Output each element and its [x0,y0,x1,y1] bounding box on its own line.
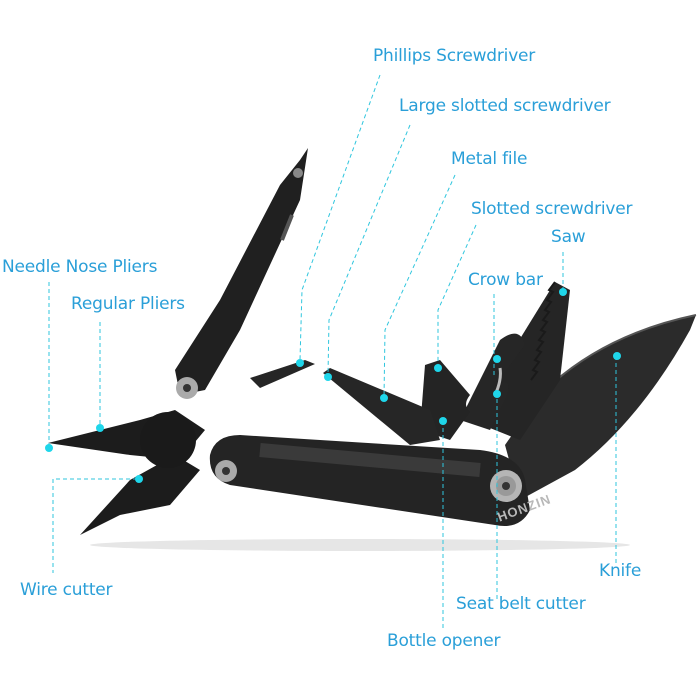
label-metal-file: Metal file [451,149,528,169]
label-knife: Knife [599,561,642,581]
label-bottle-opener: Bottle opener [387,631,501,651]
marker-dots [45,288,621,483]
crow-bar-blade [460,333,525,430]
dot-seat-belt [493,390,501,398]
dot-large-slotted [324,373,332,381]
tool-shadow [90,539,630,551]
dot-regular-pliers [96,424,104,432]
leader-slotted [437,224,477,368]
pliers-pivot [140,412,196,468]
leader-metal-file [383,174,456,399]
dot-phillips [296,359,304,367]
label-regular-pliers: Regular Pliers [71,294,185,314]
dot-saw [559,288,567,296]
label-wire-cutter: Wire cutter [20,580,113,600]
label-phillips-screwdriver: Phillips Screwdriver [373,46,536,66]
dot-metal-file [380,394,388,402]
main-handle [209,435,531,526]
label-needle-nose-pliers: Needle Nose Pliers [2,257,158,277]
label-saw: Saw [551,227,586,247]
label-seat-belt-cutter: Seat belt cutter [456,594,586,614]
label-large-slotted-screwdriver: Large slotted screwdriver [399,96,611,116]
dot-slotted [434,364,442,372]
dot-knife [613,352,621,360]
leader-large-slotted [327,124,411,376]
dot-bottle-opener [439,417,447,425]
knife-blade [505,315,696,500]
leader-phillips [299,74,381,361]
dot-crow-bar [493,355,501,363]
label-slotted-screwdriver: Slotted screwdriver [471,199,633,219]
dot-needle-nose [45,444,53,452]
leader-lines [48,74,617,630]
upper-handle [175,148,308,395]
pliers-lower-jaw [80,455,200,535]
leader-wire-cutter [52,478,137,573]
metal-file-blade [323,368,440,445]
label-crow-bar: Crow bar [468,270,543,290]
phillips-blade [250,360,315,388]
dot-wire-cutter [135,475,143,483]
